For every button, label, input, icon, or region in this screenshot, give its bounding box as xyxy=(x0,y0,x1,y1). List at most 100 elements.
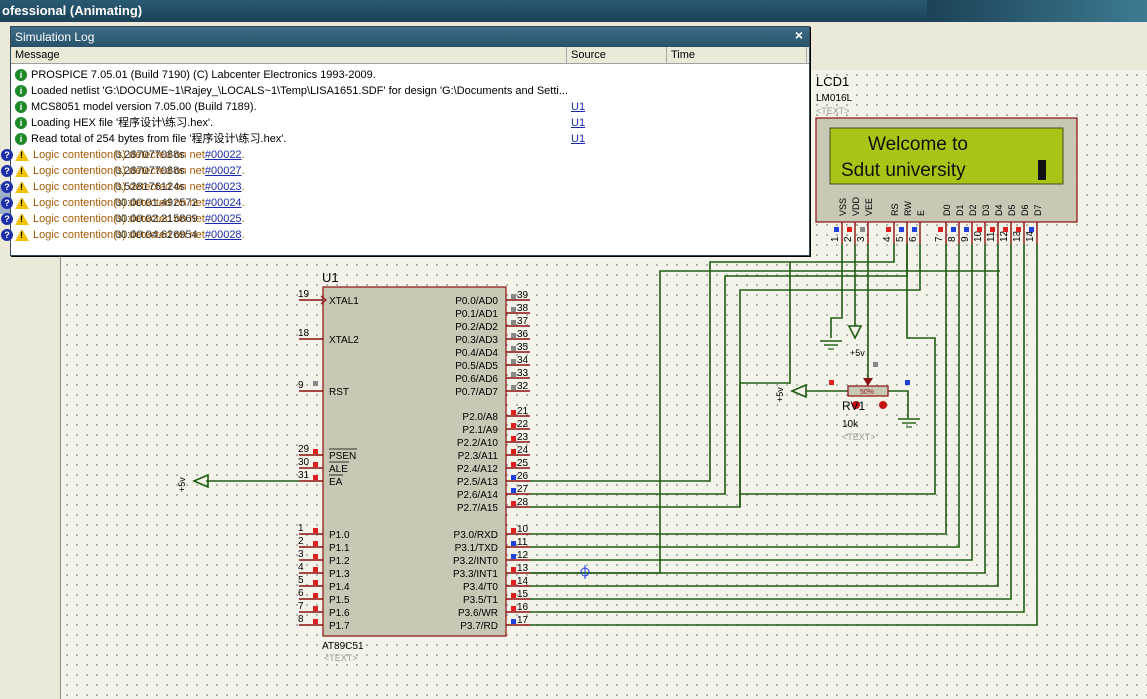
mcu-pin-number: 8 xyxy=(298,614,304,625)
mcu-pin-name: P2.7/A15 xyxy=(457,503,499,514)
pin-state-indicator xyxy=(313,606,318,611)
column-header-message[interactable]: Message xyxy=(11,47,567,63)
mcu-pin-name: P1.1 xyxy=(329,543,350,554)
mcu-pin-name: P2.6/A14 xyxy=(457,490,499,501)
pin-state-indicator xyxy=(1016,227,1021,232)
pin-state-indicator xyxy=(511,294,516,299)
net-link[interactable]: #00025 xyxy=(204,213,242,225)
source-link[interactable]: U1 xyxy=(571,133,586,145)
column-header-time[interactable]: Time xyxy=(667,47,807,63)
source-link[interactable]: U1 xyxy=(571,101,586,113)
lcd-pin-number: 5 xyxy=(895,236,906,242)
wire xyxy=(740,244,936,495)
log-row[interactable]: Logic contention(s) detected on net #000… xyxy=(1,211,809,227)
lcd-pin-number: 10 xyxy=(973,230,984,242)
pin-state-indicator xyxy=(313,475,318,480)
help-icon[interactable]: ? xyxy=(1,229,13,241)
help-icon[interactable]: ? xyxy=(1,165,13,177)
lcd-pin-number: 8 xyxy=(947,236,958,242)
mcu-pin-name: P0.7/AD7 xyxy=(455,387,498,398)
wire xyxy=(530,244,986,574)
log-row[interactable]: Logic contention(s) detected on net #000… xyxy=(1,227,809,243)
mcu-pin-number: 25 xyxy=(517,458,529,469)
pot-decrement-button[interactable] xyxy=(852,401,860,409)
wire xyxy=(888,390,909,418)
mcu-pin-name: P3.7/RD xyxy=(460,621,498,632)
log-message-suffix: . xyxy=(241,229,245,241)
mcu-pin-number: 11 xyxy=(517,537,528,548)
mcu-pin-number: 3 xyxy=(298,549,304,560)
mcu-pin-number: 4 xyxy=(298,562,304,573)
wire xyxy=(830,244,843,338)
lcd-pin-name: D1 xyxy=(955,204,965,216)
help-icon[interactable]: ? xyxy=(1,197,13,209)
pin-state-indicator xyxy=(313,541,318,546)
net-link[interactable]: #00022 xyxy=(204,149,242,161)
pot-wiper-icon xyxy=(863,378,873,386)
log-row[interactable]: Logic contention(s) detected on net #000… xyxy=(1,163,809,179)
column-header-source[interactable]: Source xyxy=(567,47,667,63)
pot-wiper-value: 50% xyxy=(860,389,874,396)
pin-state-indicator xyxy=(511,333,516,338)
log-row[interactable]: Logic contention(s) detected on net #000… xyxy=(1,195,809,211)
source-link[interactable]: U1 xyxy=(571,117,586,129)
log-message-text: Logic contention(s) detected on net xyxy=(33,165,205,177)
lcd-line-1: Welcome to xyxy=(868,134,968,155)
pot-increment-button[interactable] xyxy=(879,401,887,409)
mcu-pin-number: 9 xyxy=(298,380,304,391)
titlebar-gradient xyxy=(927,0,1147,22)
pin-state-indicator xyxy=(964,227,969,232)
net-link[interactable]: #00023 xyxy=(204,181,242,193)
lcd-pin-name: D6 xyxy=(1020,204,1030,216)
mcu-pin-number: 7 xyxy=(298,601,304,612)
help-icon[interactable]: ? xyxy=(1,149,13,161)
lcd-pin-name: D0 xyxy=(942,204,952,216)
log-row[interactable]: Logic contention(s) detected on net #000… xyxy=(1,147,809,163)
simulation-log-titlebar[interactable]: Simulation Log × xyxy=(11,27,809,47)
pin-state-indicator xyxy=(313,462,318,467)
mcu-pin-number: 19 xyxy=(298,289,310,300)
pot-value: 10k xyxy=(842,419,859,430)
lcd-ref: LCD1 xyxy=(816,74,849,89)
mcu-body[interactable] xyxy=(322,286,507,637)
net-link[interactable]: #00028 xyxy=(204,229,242,241)
mcu-pin-number: 13 xyxy=(517,563,529,574)
log-time: 0.528176124s xyxy=(115,181,185,193)
log-row[interactable]: Logic contention(s) detected on net #000… xyxy=(1,179,809,195)
pin-state-indicator xyxy=(886,227,891,232)
lcd-pin-number: 2 xyxy=(843,236,854,242)
help-icon[interactable]: ? xyxy=(1,181,13,193)
info-icon: i xyxy=(15,85,27,97)
pin-state-indicator xyxy=(905,380,910,385)
log-column-headers: Message Source Time xyxy=(11,47,809,64)
mcu-pin-name: P2.3/A11 xyxy=(458,451,499,462)
mcu-pin-number: 35 xyxy=(517,342,529,353)
log-message-text: Read total of 254 bytes from file '程序设计\… xyxy=(31,133,287,145)
log-time: 00:00:02.215869 xyxy=(115,213,198,225)
lcd-pin-name: RW xyxy=(903,201,913,216)
clock-marker xyxy=(320,295,327,305)
lcd-pin-name: RS xyxy=(890,203,900,216)
pin-state-indicator xyxy=(511,423,516,428)
mcu-pin-name: P1.3 xyxy=(329,569,350,580)
vcc-label: +5v xyxy=(775,387,785,402)
mcu-pin-number: 10 xyxy=(517,524,529,535)
pin-state-indicator xyxy=(951,227,956,232)
net-link[interactable]: #00027 xyxy=(204,165,242,177)
help-icon[interactable]: ? xyxy=(1,213,13,225)
lcd-pin-name: VEE xyxy=(864,198,874,216)
close-button[interactable]: × xyxy=(794,27,803,43)
net-link[interactable]: #00024 xyxy=(204,197,242,209)
mcu-pin-name: P0.2/AD2 xyxy=(455,322,498,333)
